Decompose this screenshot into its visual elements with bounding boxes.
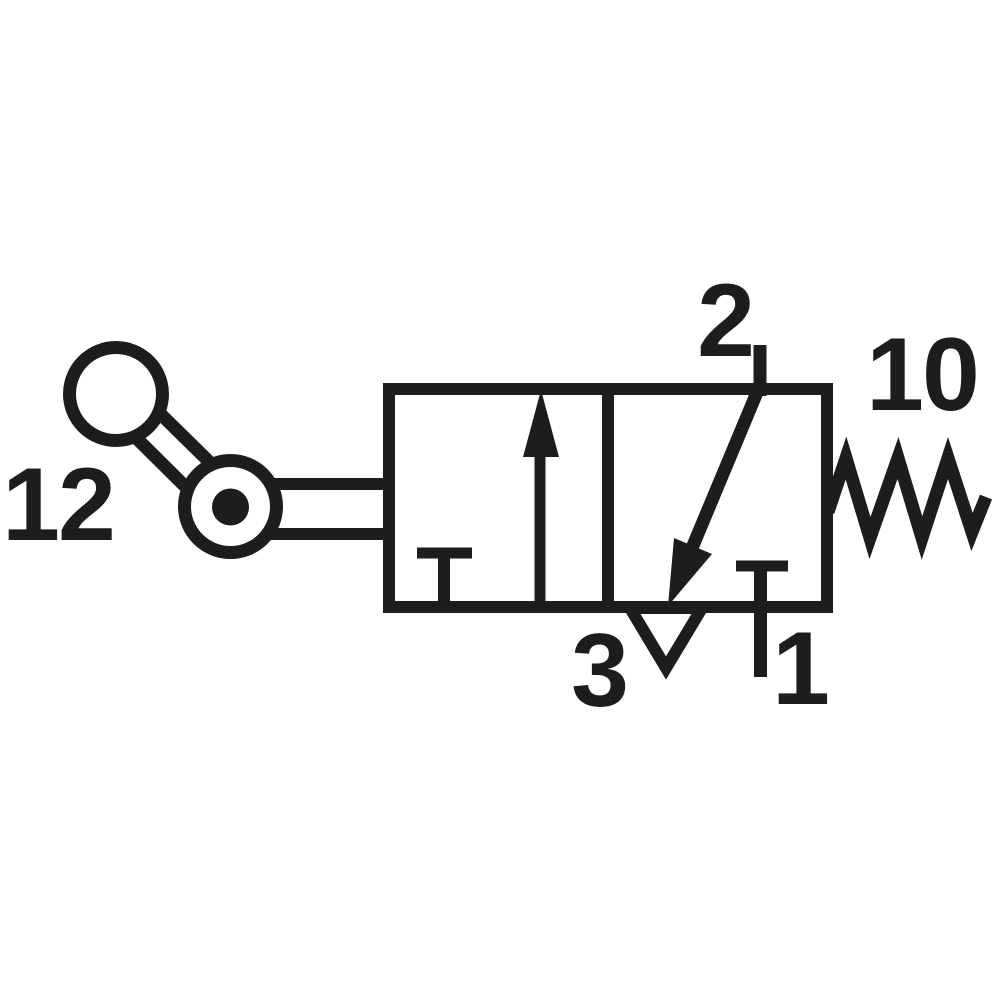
lever-pivot-dot	[212, 488, 249, 526]
return-spring	[821, 436, 993, 560]
flow-arrow-up-head	[523, 390, 559, 457]
valve-position-left	[417, 390, 559, 607]
valve-position-right	[668, 345, 788, 677]
label-port-3: 3	[571, 612, 629, 729]
lever-knob-circle	[63, 341, 169, 447]
label-port-2: 2	[697, 262, 755, 379]
label-port-1: 1	[772, 610, 830, 727]
label-actuator-12: 12	[2, 446, 116, 563]
flow-arrow-diagonal-head	[668, 538, 712, 606]
lever-actuator	[63, 341, 395, 559]
label-spring-10: 10	[866, 316, 980, 433]
exhaust-triangle	[619, 602, 713, 680]
